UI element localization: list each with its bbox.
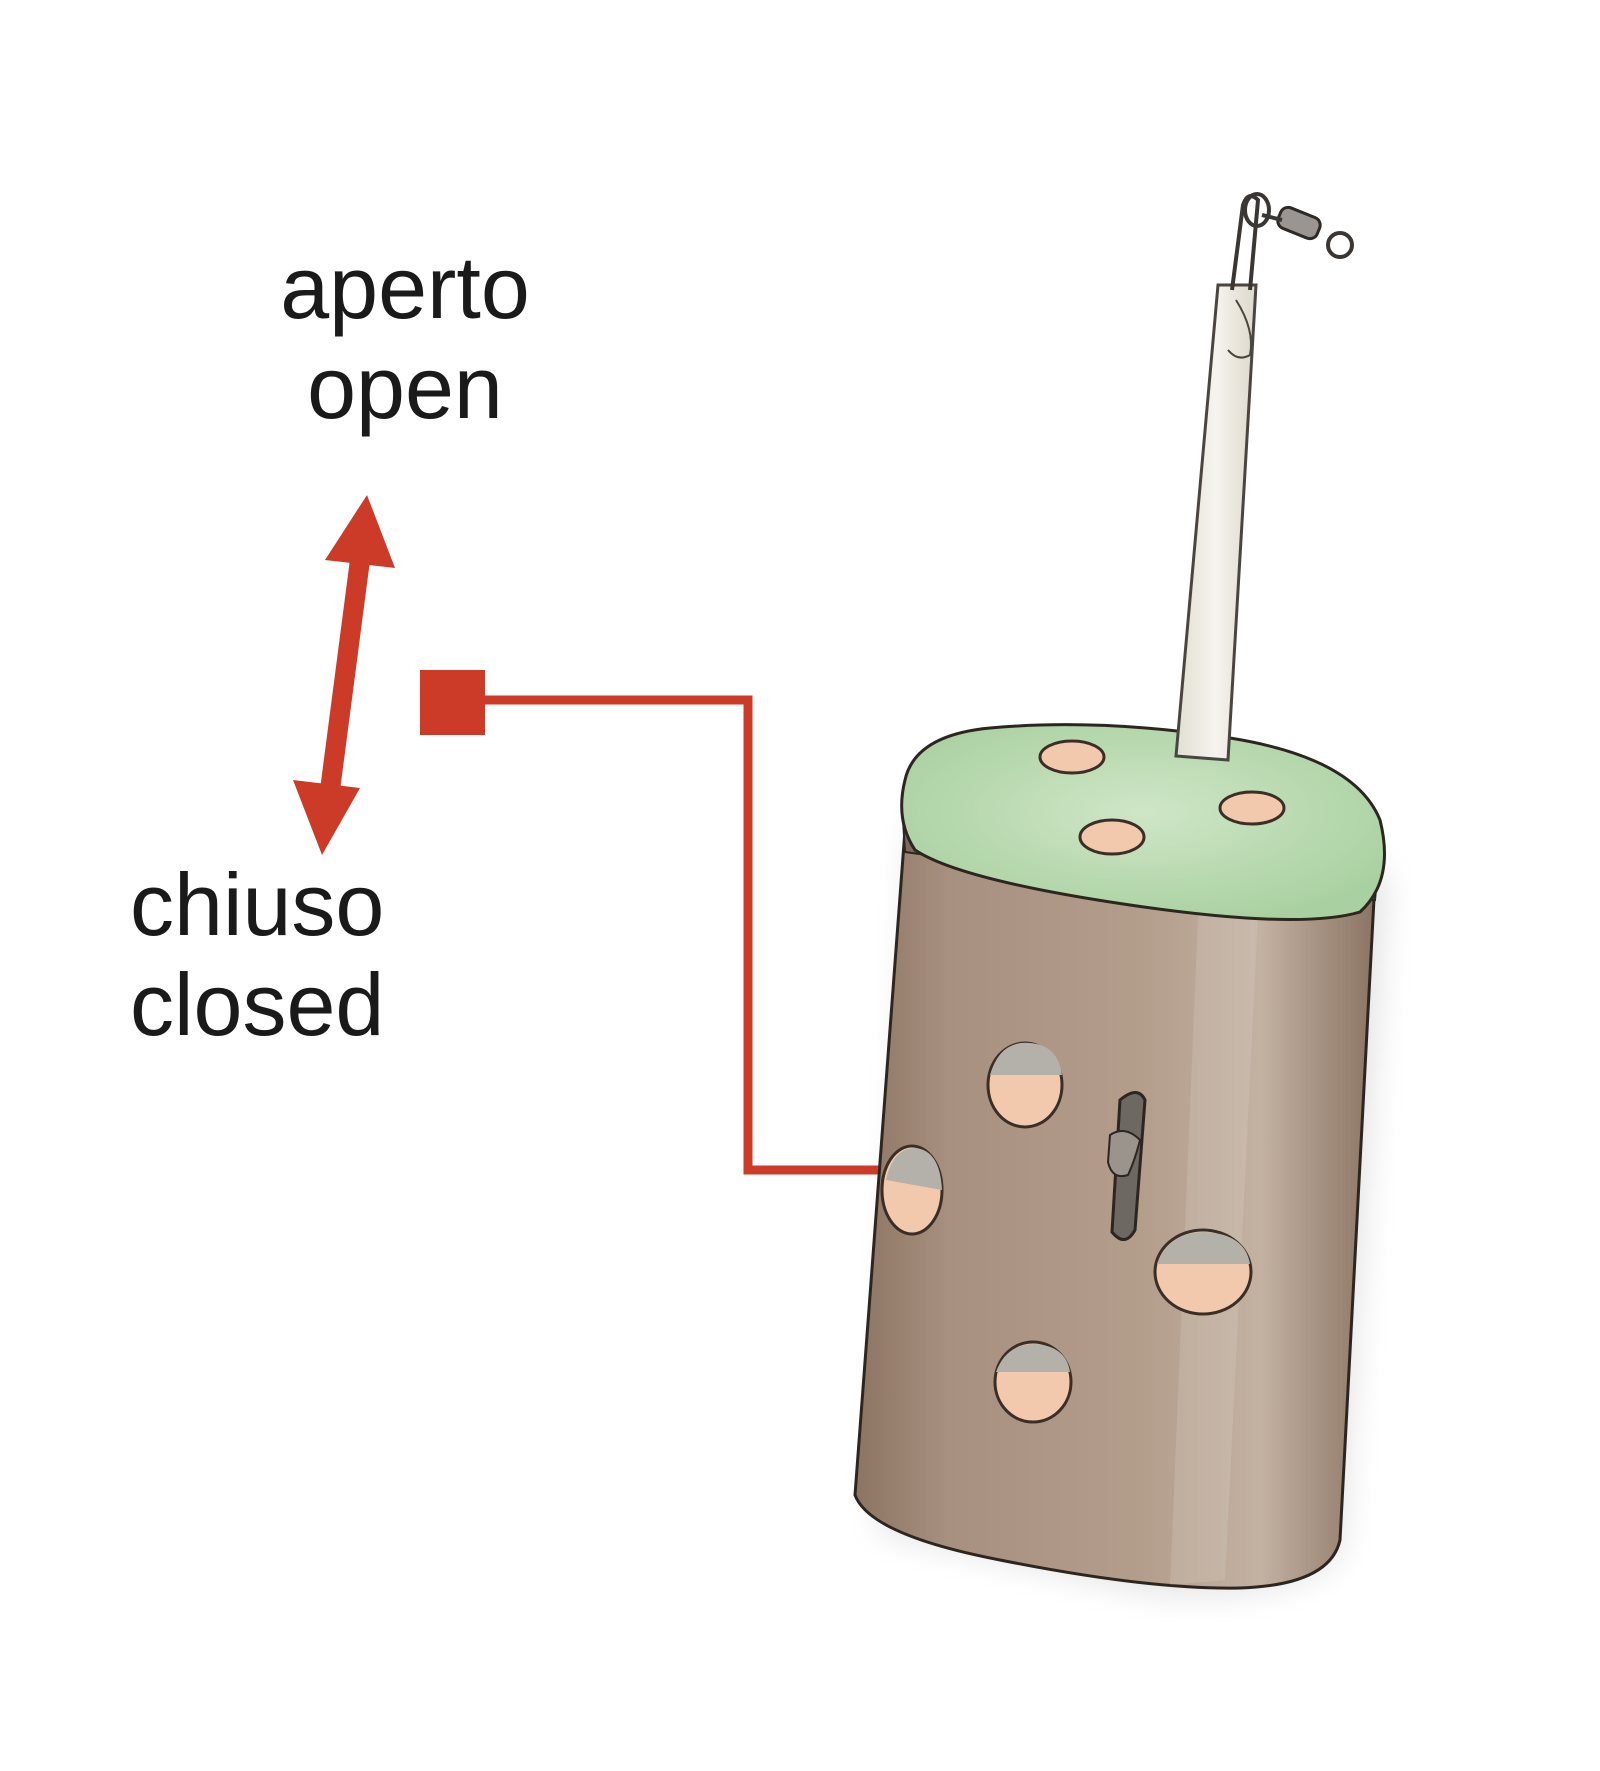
arrow-head-down: [293, 780, 360, 855]
closed-label: chiuso closed: [130, 855, 460, 1055]
arrow-head-up: [325, 495, 395, 568]
open-label-english: open: [307, 338, 503, 437]
closed-label-italian: chiuso: [130, 855, 385, 954]
swivel-ring: [1326, 231, 1354, 259]
feeder-icon: [853, 723, 1386, 1590]
swivel-icon: [1230, 192, 1354, 291]
weight-slider: [1106, 1091, 1147, 1241]
open-close-arrow-icon: [293, 495, 395, 855]
side-hole-shade: [996, 1344, 1070, 1372]
slider-knob: [1106, 1130, 1142, 1178]
strip-band: [1174, 283, 1258, 762]
side-hole-shade: [1157, 1232, 1250, 1264]
open-close-arrow-shaft: [320, 558, 370, 792]
lid-hole: [1078, 818, 1146, 856]
side-hole-shade: [990, 1042, 1062, 1075]
lid-holes: [1038, 739, 1286, 856]
strip-tab: [1227, 299, 1252, 359]
pointer-arrow-square: [420, 670, 485, 735]
open-label: aperto open: [240, 238, 570, 438]
feeder-highlight: [1170, 870, 1260, 1585]
open-label-italian: aperto: [280, 238, 530, 337]
feeder-strip: [1174, 283, 1258, 762]
closed-label-english: closed: [130, 955, 385, 1054]
side-hole-shade: [886, 1148, 942, 1190]
swivel-barrel: [1276, 205, 1322, 241]
swivel-clip-eye: [1243, 192, 1271, 228]
swivel-neck: [1261, 213, 1283, 222]
lid-hole: [1218, 790, 1286, 826]
lid-hole: [1038, 739, 1106, 775]
side-holes: [880, 1041, 1253, 1424]
feeder-lid: [900, 723, 1386, 922]
